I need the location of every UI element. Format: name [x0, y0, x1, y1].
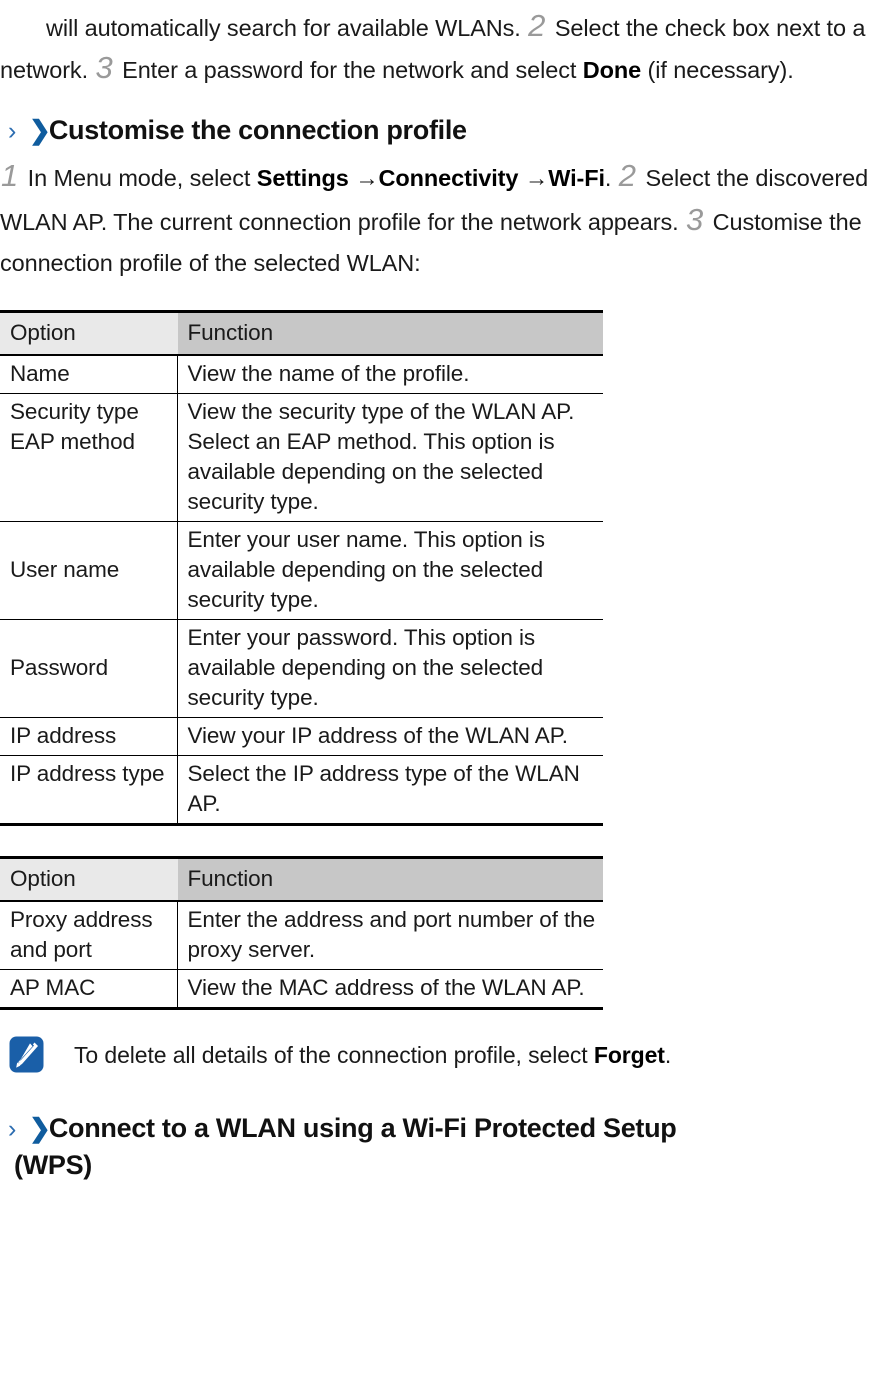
connectivity-label: Connectivity	[378, 165, 519, 191]
table1-option-ip-address-type: IP address type	[0, 755, 177, 826]
chevron-right-bold-icon: ❯	[29, 1113, 51, 1143]
step-number-3b: 3	[685, 202, 704, 237]
table2-option-ap-mac: AP MAC	[0, 969, 177, 1010]
chevron-right-bold-icon: ❯	[29, 115, 51, 145]
intro-text-1: will automatically search for available …	[46, 15, 528, 41]
note-callout: To delete all details of the connection …	[0, 1010, 887, 1076]
table1-function-user-name: Enter your user name. This option is ava…	[176, 521, 603, 620]
table-row: User name Enter your user name. This opt…	[0, 521, 603, 620]
forget-label: Forget	[593, 1042, 665, 1068]
table-header-row: Option Function	[0, 856, 603, 902]
heading-customise-text: Customise the connection profile	[48, 115, 467, 145]
table-row: Security type EAP method View the securi…	[0, 393, 603, 522]
steps-text-2: .	[604, 165, 618, 191]
steps-text-3: Select the discovered WLAN AP. The curre…	[0, 165, 869, 235]
table-row: IP address type Select the IP address ty…	[0, 755, 603, 826]
table1-header-option: Option	[0, 310, 177, 356]
steps-paragraph: 1 In Menu mode, select Settings →Connect…	[0, 155, 887, 284]
note-text: To delete all details of the connection …	[74, 1039, 671, 1071]
heading-customise-connection-profile: › ❯Customise the connection profile	[0, 90, 887, 155]
table-row: AP MAC View the MAC address of the WLAN …	[0, 969, 603, 1010]
spacer	[0, 284, 887, 310]
table1-function-ip-address: View your IP address of the WLAN AP.	[176, 717, 603, 756]
step-number-2b: 2	[618, 158, 637, 193]
table1-option-name: Name	[0, 355, 177, 394]
table1-function-password: Enter your password. This option is avai…	[176, 619, 603, 718]
wifi-label: Wi-Fi	[548, 165, 605, 191]
note-pencil-icon	[8, 1034, 48, 1076]
note-text-2: .	[664, 1042, 672, 1068]
step-number-3: 3	[95, 50, 113, 85]
table1-option-user-name: User name	[0, 521, 177, 620]
step-number-2: 2	[528, 8, 546, 43]
done-label: Done	[582, 57, 642, 83]
table1-function-name: View the name of the profile.	[176, 355, 603, 394]
steps-text-4: Customise the connection profile of the …	[0, 209, 862, 276]
intro-text-2: Select the check box next to a network.	[0, 15, 866, 83]
step-number-1: 1	[1, 158, 19, 193]
table-row: IP address View your IP address of the W…	[0, 717, 603, 756]
table1-header-function: Function	[176, 310, 603, 356]
spacer	[0, 1076, 887, 1110]
heading-wps-text-line-1: Connect to a WLAN using a Wi-Fi Protecte…	[48, 1113, 677, 1143]
intro-paragraph: will automatically search for available …	[0, 0, 887, 90]
table2-option-proxy: Proxy address and port	[0, 901, 177, 970]
steps-text-1: In Menu mode, select	[21, 165, 257, 191]
arrow-icon-1: →	[348, 165, 379, 191]
table2-header-option: Option	[0, 856, 177, 902]
table-row: Name View the name of the profile.	[0, 355, 603, 394]
intro-text-4: (if necessary).	[641, 57, 794, 83]
table1-function-security-type: View the security type of the WLAN AP. S…	[176, 393, 603, 522]
connection-profile-options-table-2: Option Function Proxy address and port E…	[0, 856, 603, 1010]
table2-function-ap-mac: View the MAC address of the WLAN AP.	[176, 969, 603, 1010]
table1-option-security-type: Security type EAP method	[0, 393, 177, 522]
table2-header-function: Function	[176, 856, 603, 902]
heading-connect-wlan-wps: › ❯Connect to a WLAN using a Wi-Fi Protec…	[0, 1110, 887, 1183]
heading-wps-text-line-2: (WPS)	[14, 1150, 92, 1180]
connection-profile-options-table-1: Option Function Name View the name of th…	[0, 310, 603, 826]
table1-option-password: Password	[0, 619, 177, 718]
intro-text-3: Enter a password for the network and sel…	[115, 57, 583, 83]
table-header-row: Option Function	[0, 310, 603, 356]
table2-function-proxy: Enter the address and port number of the…	[176, 901, 603, 970]
settings-label: Settings	[256, 165, 349, 191]
table-row: Password Enter your password. This optio…	[0, 619, 603, 718]
table-gap	[0, 826, 887, 856]
note-text-1: To delete all details of the connection …	[74, 1042, 594, 1068]
chevron-right-thin-icon: ›	[8, 1115, 17, 1143]
table1-function-ip-address-type: Select the IP address type of the WLAN A…	[176, 755, 603, 826]
table1-option-ip-address: IP address	[0, 717, 177, 756]
table-row: Proxy address and port Enter the address…	[0, 901, 603, 970]
arrow-icon-2: →	[518, 165, 549, 191]
chevron-right-thin-icon: ›	[8, 117, 17, 145]
